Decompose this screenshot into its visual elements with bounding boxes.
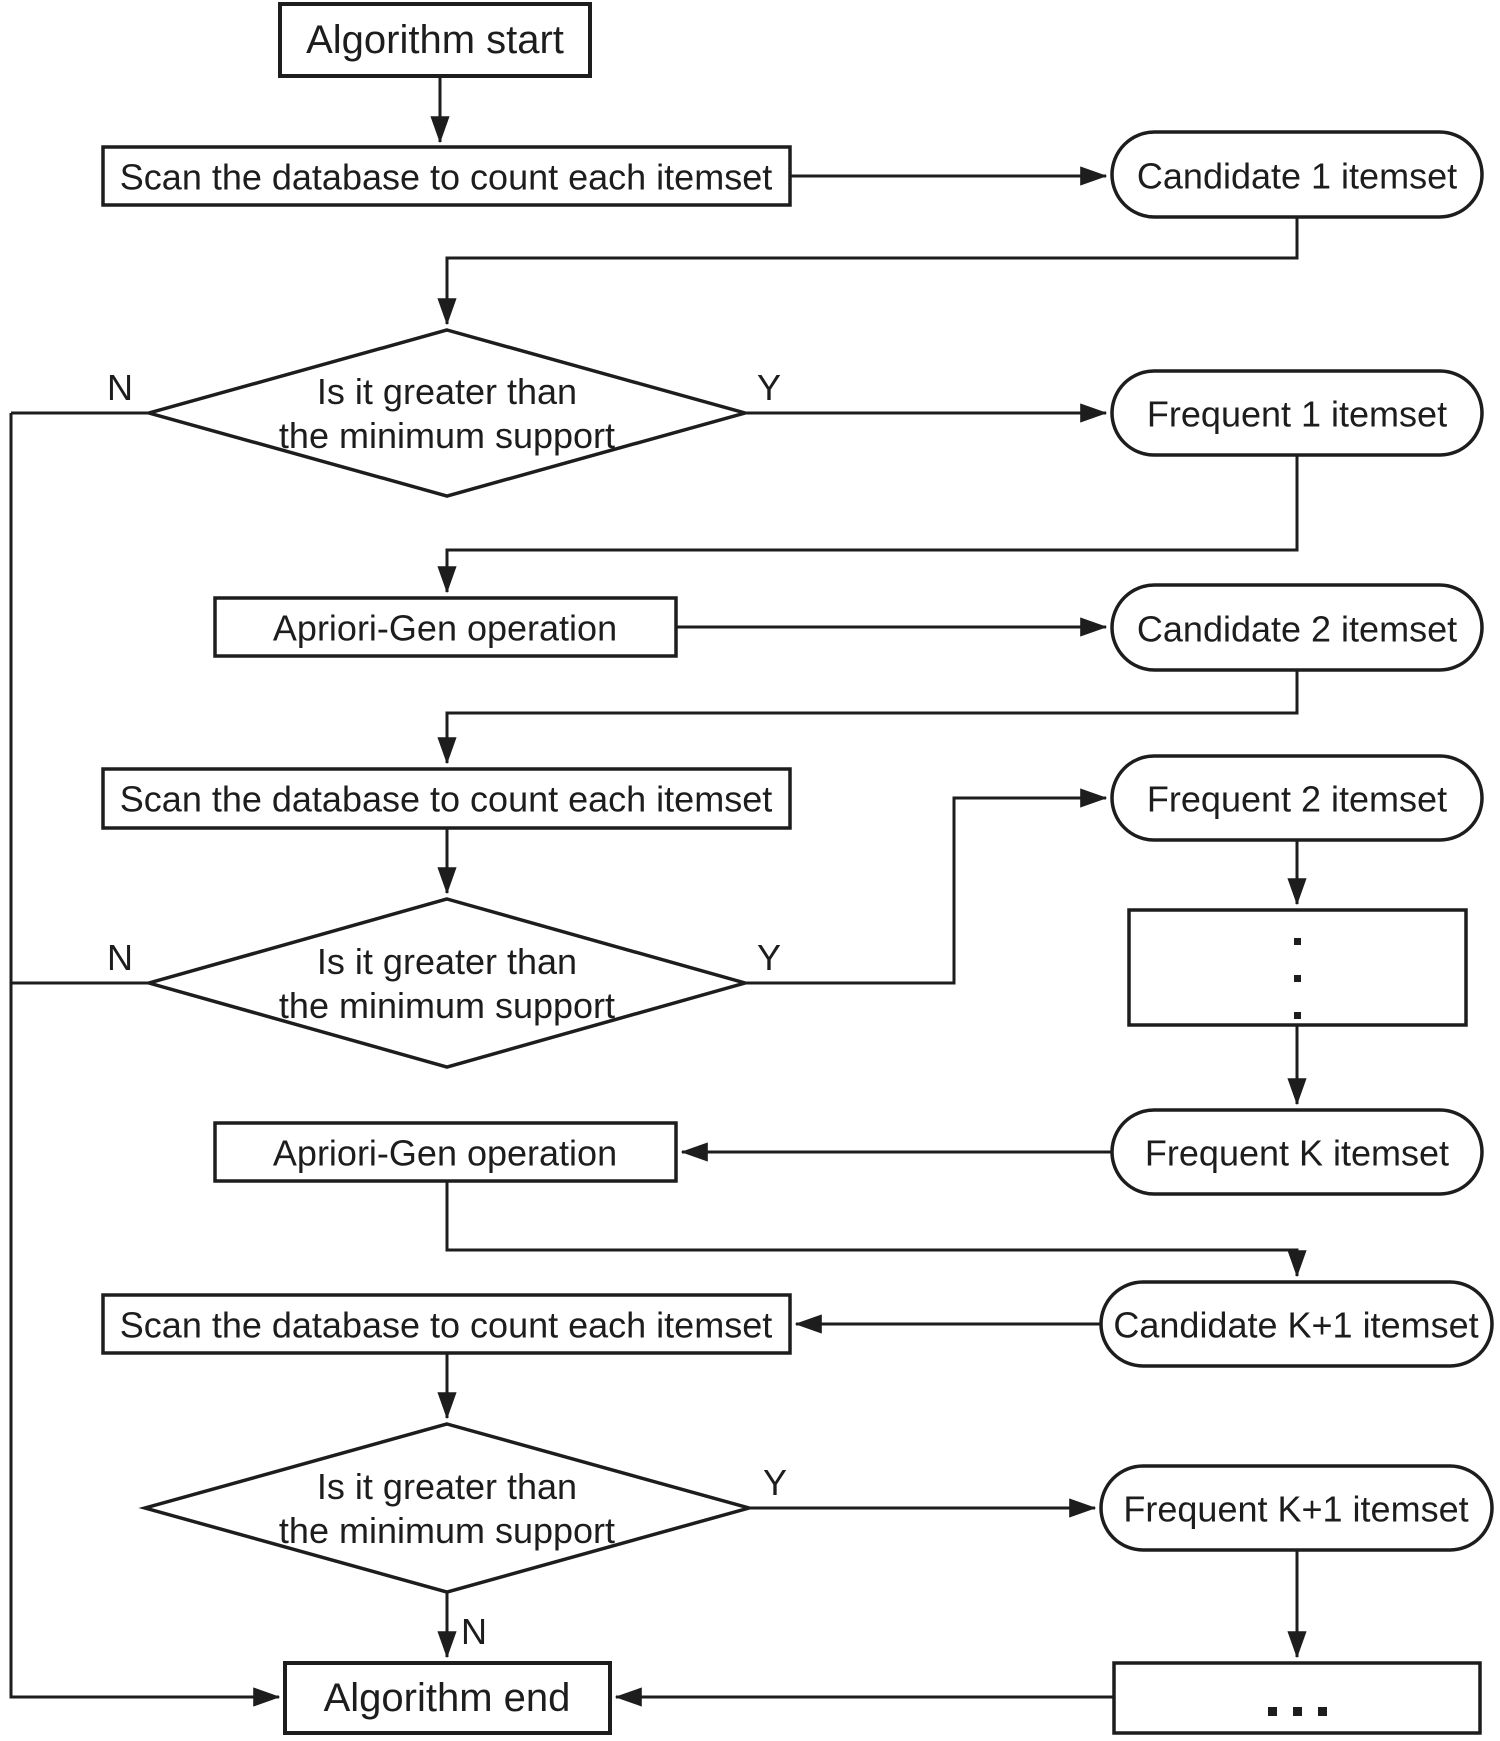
branch-labels: N Y N Y Y N [107, 367, 787, 1652]
apriori-gen-2-label: Apriori-Gen operation [273, 1133, 617, 1174]
node-candidate-2-itemset: Candidate 2 itemset [1110, 583, 1484, 672]
scan-database-3-label: Scan the database to count each itemset [120, 1305, 772, 1346]
label-decision3-no: N [461, 1611, 487, 1652]
edge-no-rail-to-end [9, 413, 281, 1707]
label-decision3-yes: Y [763, 1462, 787, 1503]
frequent-1-itemset-label: Frequent 1 itemset [1147, 394, 1447, 435]
decision-1-line2: the minimum support [279, 415, 615, 456]
node-decision-minimum-support-1: Is it greater than the minimum support [142, 328, 752, 498]
node-scan-database-3: Scan the database to count each itemset [101, 1293, 792, 1355]
node-apriori-gen-1: Apriori-Gen operation [213, 596, 678, 658]
apriori-gen-1-label: Apriori-Gen operation [273, 608, 617, 649]
label-decision1-no: N [107, 367, 133, 408]
edge-decision2-yes-to-frequent2 [745, 788, 1108, 985]
node-apriori-gen-2: Apriori-Gen operation [213, 1121, 678, 1183]
node-candidate-k1-itemset: Candidate K+1 itemset [1099, 1280, 1494, 1368]
frequent-k-itemset-label: Frequent K itemset [1145, 1133, 1449, 1174]
node-decision-minimum-support-2: Is it greater than the minimum support [142, 897, 752, 1069]
label-decision1-yes: Y [757, 367, 781, 408]
decision-2-line2: the minimum support [279, 985, 615, 1026]
node-frequent-1-itemset: Frequent 1 itemset [1110, 369, 1484, 457]
edge-apriori2-to-candidateK1 [445, 1181, 1307, 1278]
edges [9, 76, 1307, 1707]
algorithm-start-label: Algorithm start [306, 18, 564, 62]
node-algorithm-end: Algorithm end [283, 1661, 612, 1735]
node-candidate-1-itemset: Candidate 1 itemset [1110, 130, 1484, 219]
frequent-k1-itemset-label: Frequent K+1 itemset [1123, 1489, 1468, 1530]
edge-candidate1-to-decision1 [437, 217, 1299, 326]
node-scan-database-2: Scan the database to count each itemset [101, 767, 792, 830]
algorithm-end-label: Algorithm end [324, 1676, 571, 1720]
horizontal-ellipsis-icon [1268, 1707, 1327, 1716]
node-vertical-dots-placeholder [1127, 908, 1468, 1027]
candidate-k1-itemset-label: Candidate K+1 itemset [1113, 1305, 1478, 1346]
nodes: Algorithm start Scan the database to cou… [101, 2, 1494, 1735]
label-decision2-yes: Y [757, 937, 781, 978]
label-decision2-no: N [107, 937, 133, 978]
decision-3-line1: Is it greater than [317, 1466, 577, 1507]
frequent-2-itemset-label: Frequent 2 itemset [1147, 779, 1447, 820]
node-scan-database-1: Scan the database to count each itemset [101, 145, 792, 207]
vertical-ellipsis-icon [1294, 938, 1301, 1019]
decision-2-line1: Is it greater than [317, 941, 577, 982]
decision-1-line1: Is it greater than [317, 371, 577, 412]
decision-3-line2: the minimum support [279, 1510, 615, 1551]
node-horizontal-dots-placeholder [1112, 1661, 1482, 1735]
scan-database-1-label: Scan the database to count each itemset [120, 157, 772, 198]
node-frequent-2-itemset: Frequent 2 itemset [1110, 754, 1484, 842]
scan-database-2-label: Scan the database to count each itemset [120, 779, 772, 820]
edge-candidate2-to-scan2 [437, 670, 1299, 765]
candidate-2-itemset-label: Candidate 2 itemset [1137, 609, 1457, 650]
node-algorithm-start: Algorithm start [278, 2, 592, 78]
candidate-1-itemset-label: Candidate 1 itemset [1137, 156, 1457, 197]
edge-frequent1-to-apriori1 [437, 455, 1299, 594]
node-frequent-k-itemset: Frequent K itemset [1110, 1108, 1484, 1196]
node-decision-minimum-support-3: Is it greater than the minimum support [138, 1422, 756, 1594]
node-frequent-k1-itemset: Frequent K+1 itemset [1099, 1464, 1494, 1552]
